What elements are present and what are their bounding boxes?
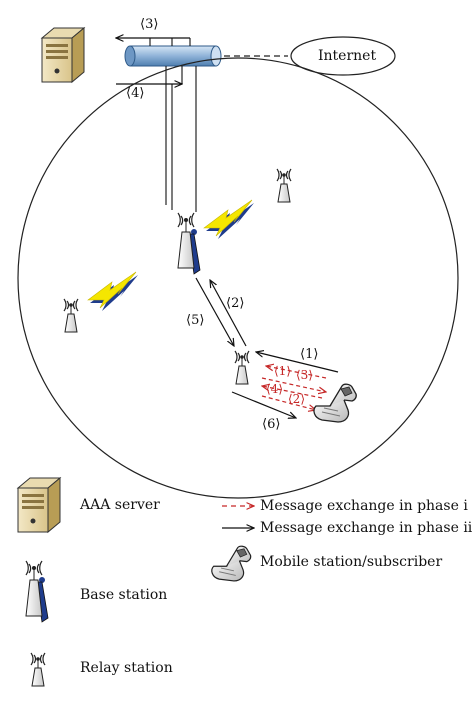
pipe-icon (124, 45, 222, 67)
legend-server-icon (17, 477, 61, 533)
relay-station-icon (276, 168, 292, 203)
step-5-label: ⟨5⟩ (186, 313, 205, 328)
relay-station-icon (234, 350, 250, 385)
step-4-label: ⟨4⟩ (126, 86, 145, 101)
phase-i-step-4-label: ⟨4⟩ (266, 382, 283, 396)
legend-mobile-phone-icon (211, 545, 252, 582)
step-2-label: ⟨2⟩ (226, 296, 245, 311)
legend-phase-ii-label: Message exchange in phase ii (260, 520, 473, 536)
legend-base-station-icon (25, 560, 49, 623)
mobile-phone-icon (313, 383, 357, 423)
lightning-icon (87, 271, 139, 312)
step-3-label: ⟨3⟩ (140, 17, 159, 32)
coverage-area (17, 57, 459, 499)
legend-mobile-label: Mobile station/subscriber (260, 554, 443, 570)
relay-station-icon (63, 298, 79, 333)
step-1-label: ⟨1⟩ (300, 347, 319, 362)
legend-relay-station-label: Relay station (80, 660, 173, 676)
phase-i-step-1-label: ⟨1⟩ (274, 364, 291, 378)
legend-base-station-label: Base station (80, 587, 168, 603)
step-6-label: ⟨6⟩ (262, 417, 281, 432)
legend-aaa-server-label: AAA server (80, 497, 160, 513)
phase-i-step-2-label: ⟨2⟩ (288, 392, 305, 406)
legend-relay-station-icon (30, 652, 46, 687)
aaa-server-icon (41, 27, 85, 83)
internet-cloud (290, 36, 396, 76)
base-station-icon (177, 212, 201, 275)
legend-phase-i-label: Message exchange in phase i (260, 498, 468, 514)
phase-i-step-3-label: ⟨3⟩ (296, 368, 313, 382)
internet-label: Internet (318, 48, 377, 64)
lightning-icon (203, 199, 255, 240)
